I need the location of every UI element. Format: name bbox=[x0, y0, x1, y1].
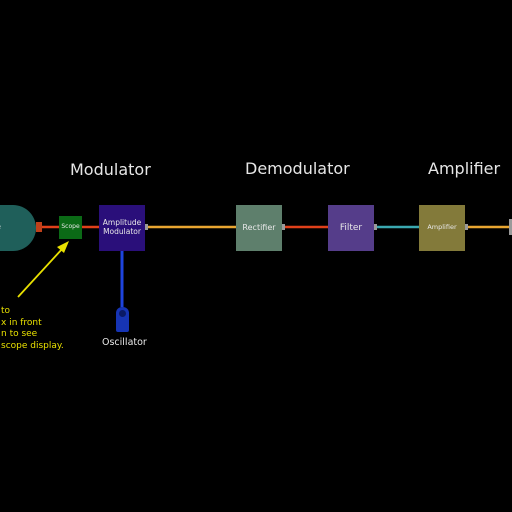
oscillator-block[interactable] bbox=[116, 307, 129, 332]
oscillator-knob-icon bbox=[119, 310, 126, 317]
amplitude-modulator-label: Amplitude Modulator bbox=[102, 218, 142, 236]
amplifier-label: Amplifier bbox=[427, 223, 457, 232]
oscillator-label: Oscillator bbox=[102, 337, 147, 348]
filter-block[interactable]: Filter bbox=[328, 205, 374, 251]
signal-source-block[interactable]: e bbox=[0, 205, 36, 251]
amplifier-block[interactable]: Amplifier bbox=[419, 205, 465, 251]
rectifier-label: Rectifier bbox=[242, 223, 276, 233]
amplifier-output-port[interactable] bbox=[465, 224, 468, 230]
demodulator-heading: Demodulator bbox=[245, 159, 350, 178]
scope-block[interactable]: Scope bbox=[59, 216, 82, 239]
amplitude-modulator-block[interactable]: Amplitude Modulator bbox=[99, 205, 145, 251]
scope-label: Scope bbox=[61, 223, 80, 231]
rectifier-block[interactable]: Rectifier bbox=[236, 205, 282, 251]
rectifier-output-port[interactable] bbox=[282, 224, 285, 230]
signal-source-label: e bbox=[0, 222, 1, 231]
output-connector[interactable] bbox=[509, 219, 512, 235]
amplifier-heading: Amplifier bbox=[428, 159, 501, 178]
hint-arrow bbox=[17, 247, 64, 298]
filter-output-port[interactable] bbox=[374, 224, 377, 230]
filter-label: Filter bbox=[339, 222, 363, 233]
modulator-output-port[interactable] bbox=[145, 224, 148, 230]
instruction-note: to x in front n to see scope display. bbox=[1, 306, 64, 351]
hint-arrow-head bbox=[57, 241, 69, 253]
modulator-heading: Modulator bbox=[70, 160, 151, 179]
source-output-port[interactable] bbox=[36, 222, 42, 232]
